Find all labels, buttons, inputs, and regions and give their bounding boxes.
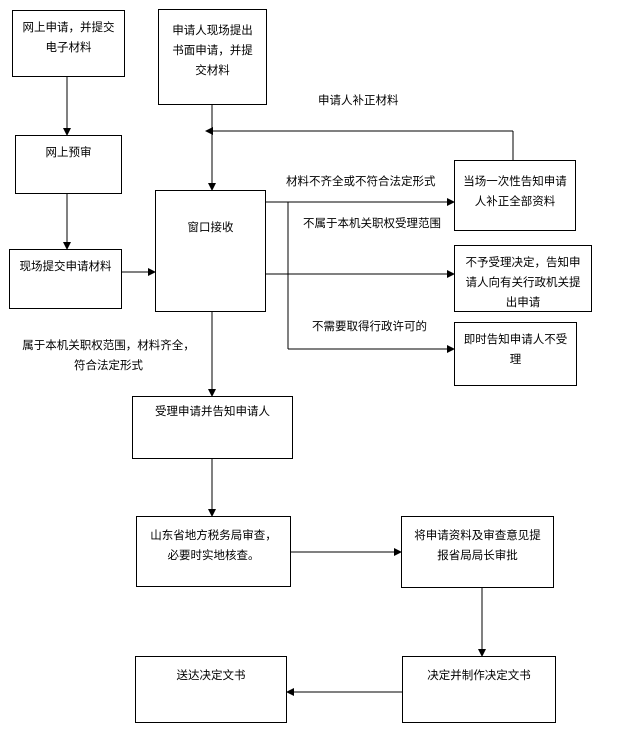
- node-submit-director: 将申请资料及审查意见提报省局局长审批: [401, 516, 554, 588]
- node-onsite-written-apply: 申请人现场提出书面申请，并提交材料: [158, 9, 267, 105]
- label-incomplete-materials: 材料不齐全或不符合法定形式: [286, 174, 436, 188]
- node-notify-not-accept: 即时告知申请人不受理: [454, 322, 577, 386]
- label-out-of-scope: 不属于本机关职权受理范围: [303, 216, 441, 230]
- node-provincial-review: 山东省地方税务局审查，必要时实地核查。: [136, 516, 291, 587]
- label-in-scope-complete: 属于本机关职权范围，材料齐全，符合法定形式: [22, 338, 195, 372]
- node-notify-supplement: 当场一次性告知申请人补正全部资料: [454, 160, 576, 231]
- node-window-receive: 窗口接收: [155, 190, 266, 312]
- node-onsite-submit: 现场提交申请材料: [9, 249, 122, 309]
- label-applicant-supplement: 申请人补正材料: [318, 93, 399, 107]
- node-accept-notify: 受理申请并告知申请人: [132, 396, 293, 459]
- node-decide-make-doc: 决定并制作决定文书: [402, 656, 556, 723]
- node-online-precheck: 网上预审: [15, 135, 122, 194]
- node-reject-decision: 不予受理决定，告知申请人向有关行政机关提出申请: [454, 245, 592, 312]
- node-online-apply: 网上申请，并提交电子材料: [12, 10, 125, 77]
- label-no-permit-needed: 不需要取得行政许可的: [312, 319, 427, 333]
- node-deliver-doc: 送达决定文书: [135, 656, 287, 723]
